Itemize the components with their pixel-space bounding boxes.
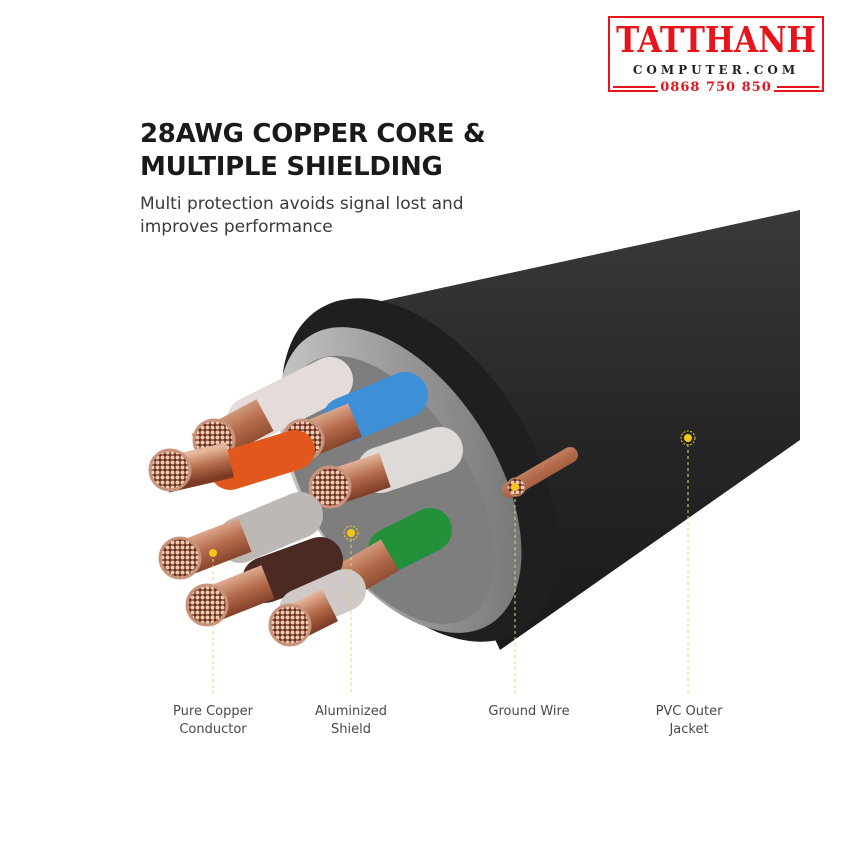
callout-marker-copper bbox=[209, 549, 217, 695]
logo-divider-right bbox=[776, 86, 820, 88]
callout-label-line-2: Jacket bbox=[669, 722, 709, 737]
callout-pvc-outer-jacket: PVC Outer Jacket bbox=[619, 703, 759, 739]
callout-label-line-1: Pure Copper bbox=[173, 704, 253, 719]
wire-white-front bbox=[268, 569, 366, 647]
logo-brand-name: TATTHANH bbox=[616, 20, 816, 62]
logo-website: COMPUTER.COM bbox=[632, 63, 800, 77]
logo-phone-row: 0868 750 850 bbox=[610, 79, 822, 95]
callout-label-line-2: Conductor bbox=[179, 722, 247, 737]
subtitle-line-1: Multi protection avoids signal lost and bbox=[140, 194, 464, 214]
callout-ground-wire: Ground Wire bbox=[459, 703, 599, 721]
wire-orange bbox=[148, 430, 315, 493]
callout-pure-copper-conductor: Pure Copper Conductor bbox=[143, 703, 283, 739]
wire-white-middle bbox=[308, 427, 463, 509]
wire-white-left bbox=[158, 492, 323, 580]
subtitle-line-2: improves performance bbox=[140, 217, 333, 237]
logo-divider-left bbox=[613, 86, 656, 88]
callout-label-line-1: Ground Wire bbox=[488, 704, 570, 719]
callout-label-line-1: PVC Outer bbox=[655, 704, 723, 719]
callout-marker-jacket bbox=[680, 430, 696, 695]
callout-aluminized-shield: Aluminized Shield bbox=[281, 703, 421, 739]
callout-label-line-1: Aluminized bbox=[315, 704, 387, 719]
title-line-2: MULTIPLE SHIELDING bbox=[140, 152, 443, 182]
brand-logo: TATTHANH COMPUTER.COM 0868 750 850 bbox=[608, 16, 824, 95]
callout-label-line-2: Shield bbox=[331, 722, 371, 737]
wire-brown bbox=[185, 537, 343, 627]
logo-phone-number: 0868 750 850 bbox=[658, 79, 774, 95]
title-line-1: 28AWG COPPER CORE & bbox=[140, 119, 486, 149]
callout-marker-shield bbox=[343, 525, 359, 695]
callout-marker-ground bbox=[511, 483, 519, 695]
page-title: 28AWG COPPER CORE & MULTIPLE SHIELDING bbox=[140, 118, 486, 184]
subtitle: Multi protection avoids signal lost and … bbox=[140, 193, 464, 239]
